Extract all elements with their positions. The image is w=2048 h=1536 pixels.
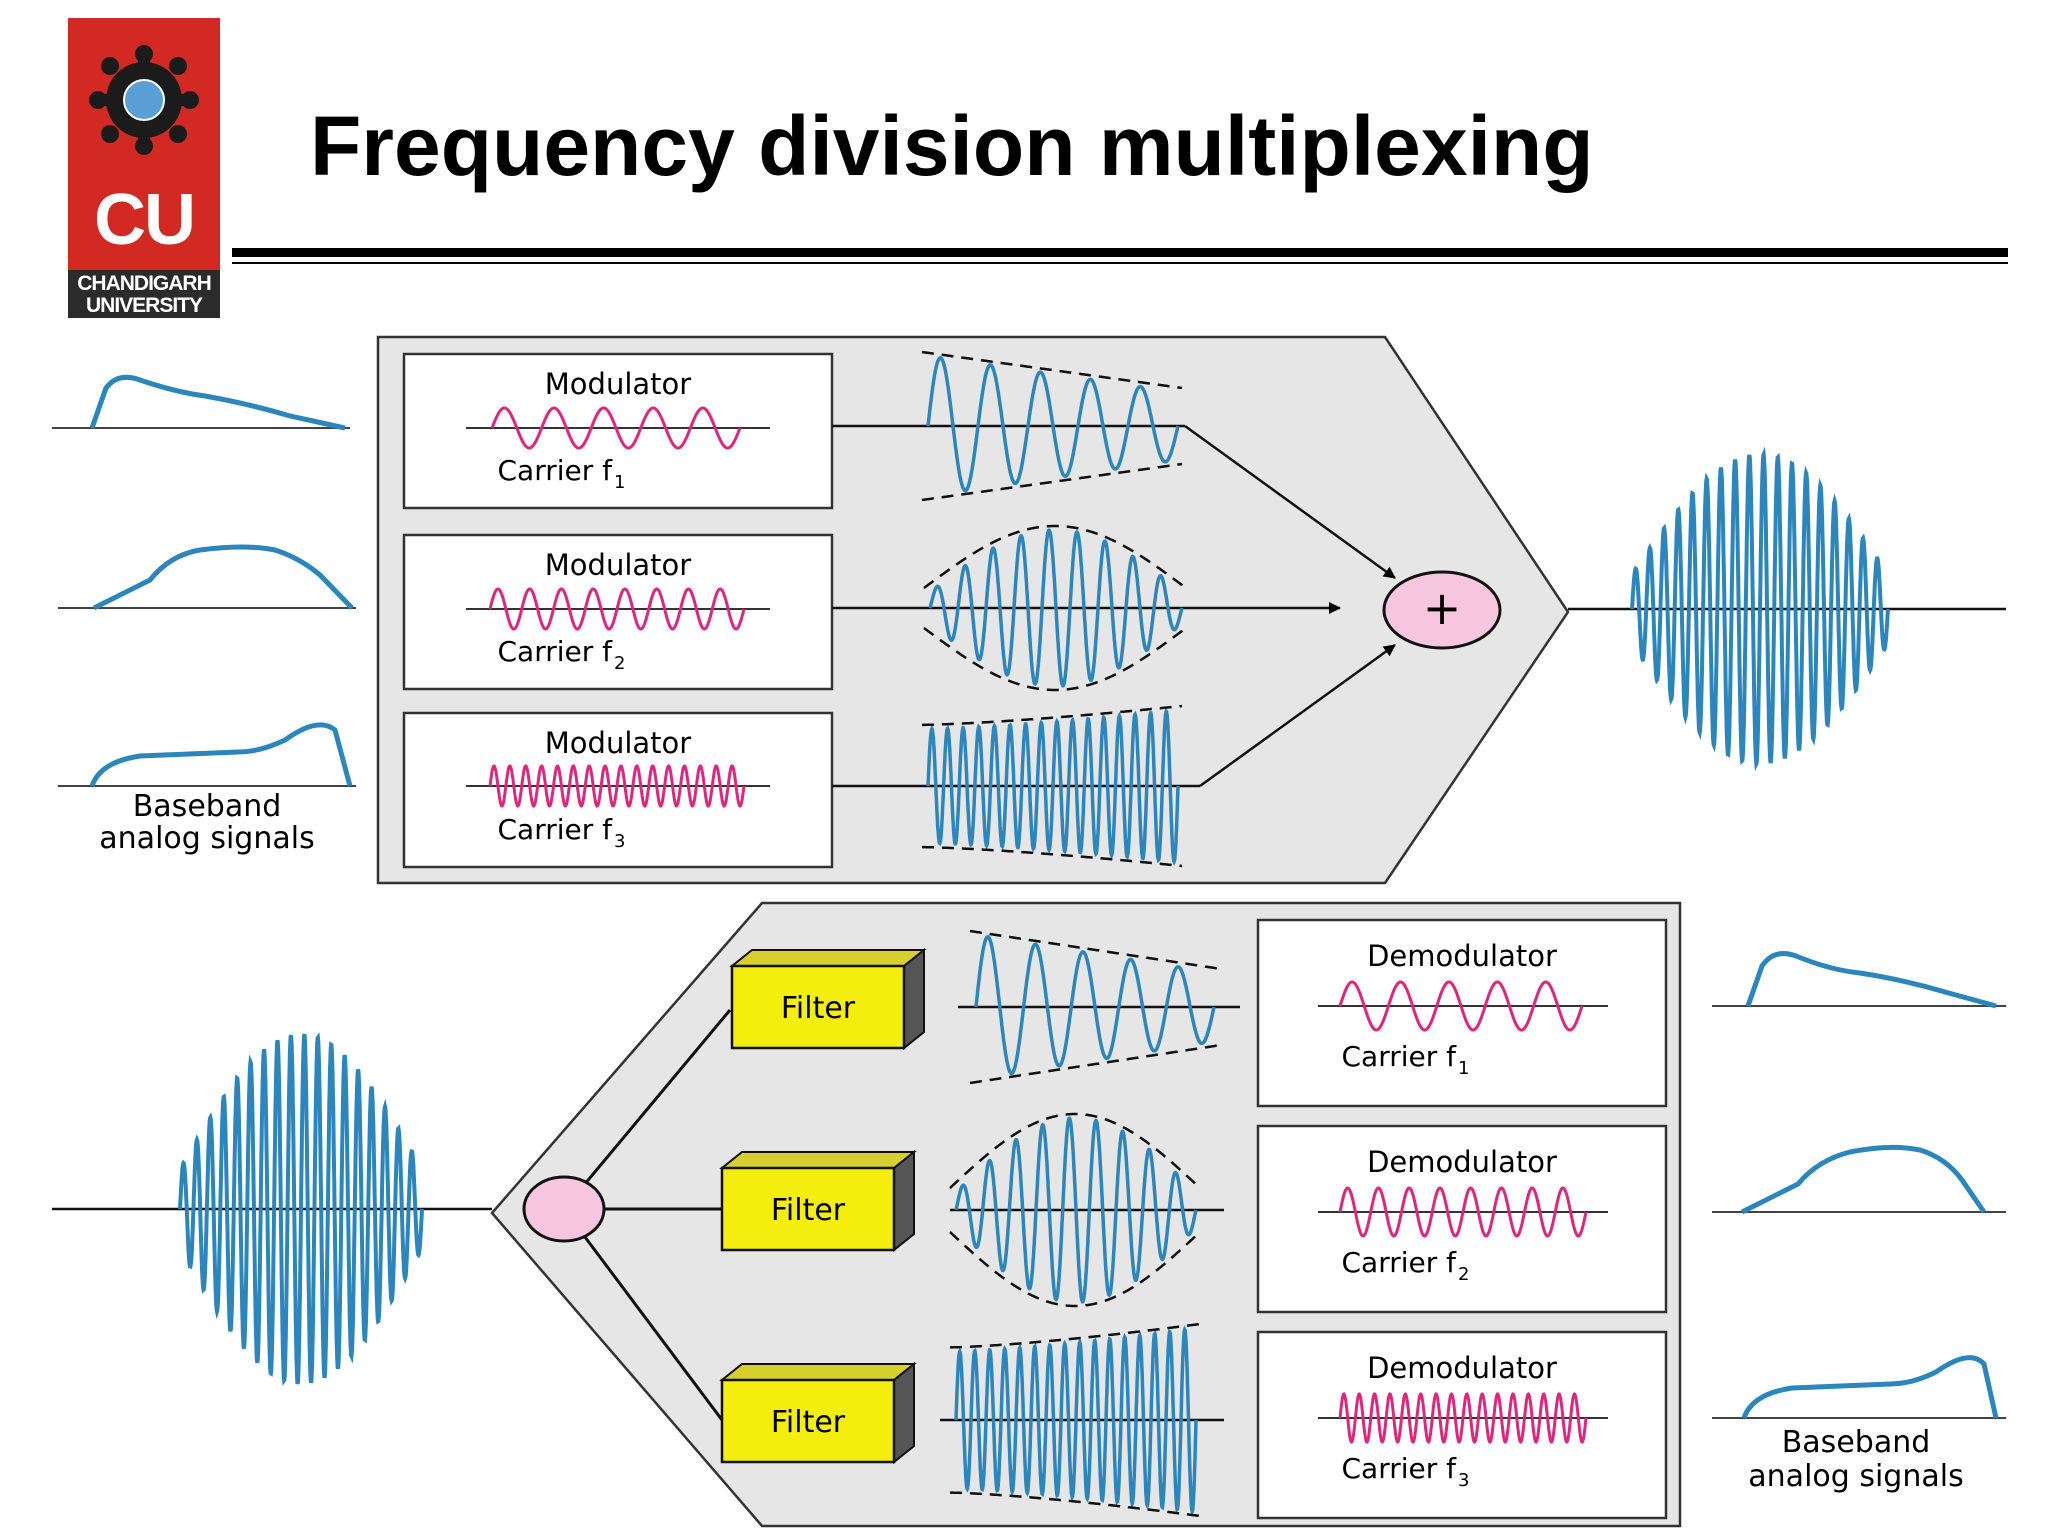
filter-1: Filter (729, 947, 927, 1051)
filtered-signal-2 (949, 1112, 1224, 1308)
demodulator-2: Demodulator Carrier f 2 (1256, 1124, 1668, 1314)
combiner-node (1382, 570, 1502, 650)
demodulator-1-label: Demodulator (1367, 939, 1557, 973)
demod-carrier-3-label: Carrier f (1341, 1452, 1457, 1485)
input-label-line1: Baseband (133, 789, 282, 824)
demodulator-1: Demodulator Carrier f 1 (1256, 918, 1668, 1108)
output-label-line1: Baseband (1782, 1425, 1931, 1460)
combiner-plus-symbol: + (1423, 581, 1462, 635)
branch-line-1 (562, 1009, 732, 1210)
modulated-signal-2 (832, 524, 1341, 692)
university-logo: CU CHANDIGARH UNIVERSITY (68, 18, 220, 318)
carrier-wave-1 (490, 406, 742, 450)
modulated-signal-1 (832, 350, 1185, 502)
filter-3: Filter (719, 1361, 917, 1465)
baseband-input-1 (89, 374, 346, 431)
logo-initials: CU (94, 180, 196, 260)
output-label-line2: analog signals (1748, 1459, 1963, 1494)
logo-name-band (68, 270, 220, 318)
logo-name-line1: CHANDIGARH (77, 272, 212, 295)
carrier-wave-3 (488, 764, 746, 808)
filter-2: Filter (719, 1149, 917, 1253)
baseband-input-2 (92, 544, 354, 611)
modulator-2: Modulator Carrier f 2 (402, 533, 834, 691)
demodulator-2-label: Demodulator (1367, 1145, 1557, 1179)
demod-carrier-2-label: Carrier f (1341, 1246, 1457, 1279)
logo-emblem-icon (89, 45, 199, 155)
filter-3-label: Filter (771, 1405, 846, 1440)
carrier-2-index: 2 (614, 653, 625, 674)
filtered-signal-3 (940, 1322, 1224, 1518)
baseband-input-3 (89, 722, 353, 787)
demodulator-3: Demodulator Carrier f 3 (1256, 1330, 1668, 1520)
modulator-3-label: Modulator (545, 726, 691, 760)
filter-2-label: Filter (771, 1193, 846, 1228)
filter-1-label: Filter (781, 991, 856, 1026)
carrier-1-index: 1 (614, 472, 625, 493)
demod-carrier-3-index: 3 (1458, 1470, 1469, 1491)
demod-carrier-2-index: 2 (1458, 1264, 1469, 1285)
page-title: Frequency division multiplexing (310, 99, 1594, 193)
title-underline (232, 248, 2008, 257)
baseband-output-2 (1740, 1144, 1987, 1215)
carrier-wave-2 (488, 587, 746, 631)
composite-signal-rx (178, 1032, 424, 1386)
composite-signal-tx (1630, 446, 1890, 772)
carrier-3-label: Carrier f (497, 813, 613, 846)
demod-carrier-1-label: Carrier f (1341, 1040, 1457, 1073)
modulator-2-label: Modulator (545, 548, 691, 582)
path-to-combiner-1 (1184, 424, 1396, 580)
modulator-1: Modulator Carrier f 1 (402, 352, 834, 510)
branch-line-3 (562, 1208, 724, 1421)
modulator-1-label: Modulator (545, 367, 691, 401)
title-underline-thin (232, 262, 2008, 264)
demodulator-3-label: Demodulator (1367, 1351, 1557, 1385)
carrier-1-label: Carrier f (497, 454, 613, 487)
logo-name-line2: UNIVERSITY (85, 294, 203, 317)
modulator-3: Modulator Carrier f 3 (402, 711, 834, 869)
baseband-output-3 (1741, 1355, 1999, 1419)
carrier-2-label: Carrier f (497, 635, 613, 668)
filtered-signal-1 (958, 929, 1240, 1085)
modulated-signal-3 (832, 704, 1200, 868)
input-label-line2: analog signals (99, 821, 314, 856)
carrier-3-index: 3 (614, 831, 625, 852)
splitter-node (522, 1175, 606, 1243)
path-to-combiner-3 (1199, 643, 1396, 788)
demod-carrier-1-index: 1 (1458, 1058, 1469, 1079)
baseband-output-1 (1745, 951, 1997, 1009)
